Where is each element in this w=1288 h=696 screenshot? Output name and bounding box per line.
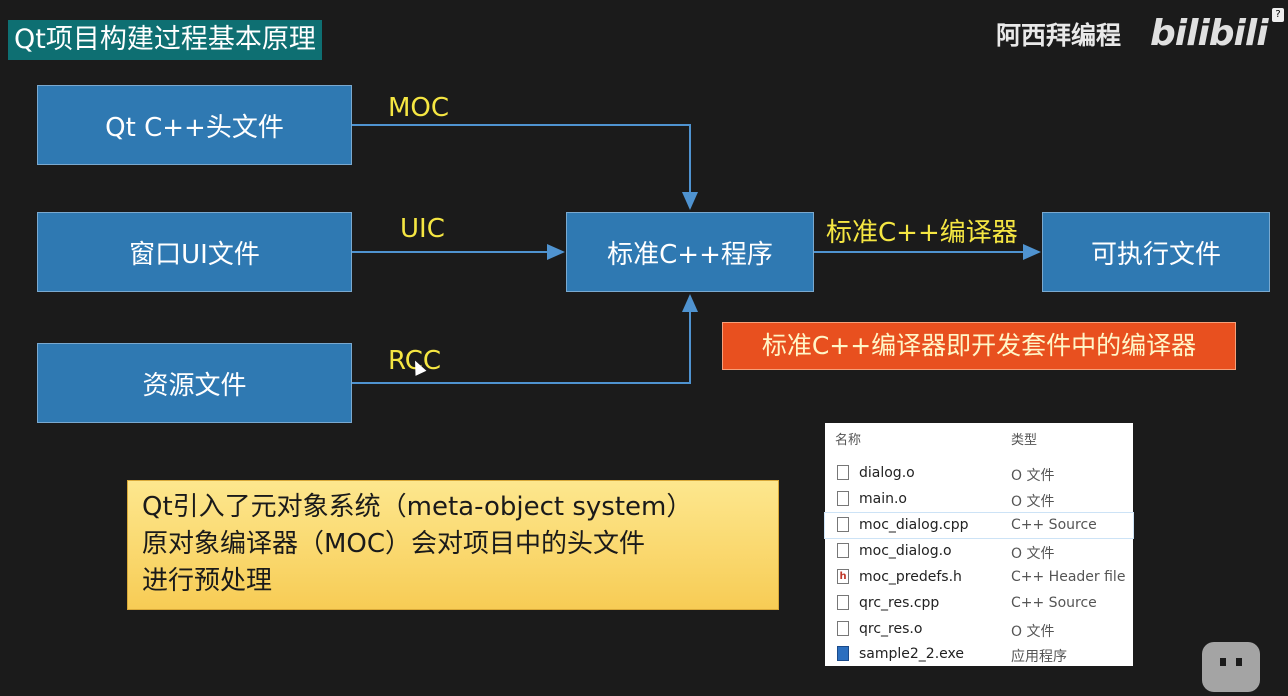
rcc-arrow <box>352 294 698 384</box>
page-title: Qt项目构建过程基本原理 <box>8 20 322 60</box>
moc-note: Qt引入了元对象系统（meta-object system） 原对象编译器（MO… <box>127 480 779 610</box>
file-type: C++ Header file <box>1011 569 1126 585</box>
uic-label: UIC <box>400 214 445 244</box>
file-type: 应用程序 <box>1011 649 1067 665</box>
file-row[interactable]: moc_dialog.o O 文件 <box>825 539 1133 564</box>
file-name: dialog.o <box>859 465 915 481</box>
header-files-box: Qt C++头文件 <box>37 85 352 165</box>
resource-files-box: 资源文件 <box>37 343 352 423</box>
bilibili-tv-icon[interactable] <box>1202 642 1260 692</box>
bilibili-logo: bilibili <box>1150 13 1269 54</box>
file-name: sample2_2.exe <box>859 646 964 662</box>
moc-arrow <box>352 124 698 210</box>
file-row[interactable]: qrc_res.o O 文件 <box>825 617 1133 642</box>
moc-note-line-3: 进行预处理 <box>142 566 273 596</box>
file-type: O 文件 <box>1011 546 1055 562</box>
file-type: O 文件 <box>1011 468 1055 484</box>
file-name: moc_dialog.o <box>859 543 952 559</box>
compiler-label: 标准C++编译器 <box>826 218 1018 248</box>
file-row[interactable]: moc_dialog.cpp C++ Source <box>824 512 1134 539</box>
moc-note-line-1: Qt引入了元对象系统（meta-object system） <box>142 492 693 522</box>
ui-files-box: 窗口UI文件 <box>37 212 352 292</box>
file-explorer: 名称 类型 dialog.o O 文件 main.o O 文件 moc_dial… <box>824 423 1134 667</box>
column-header-type[interactable]: 类型 <box>1011 433 1038 448</box>
file-name: moc_predefs.h <box>859 569 962 585</box>
column-header-name[interactable]: 名称 <box>835 433 862 448</box>
file-icon <box>837 621 849 636</box>
file-type: O 文件 <box>1011 624 1055 640</box>
executable-box: 可执行文件 <box>1042 212 1270 292</box>
cpp-file-icon <box>837 517 849 532</box>
moc-note-line-2: 原对象编译器（MOC）会对项目中的头文件 <box>142 529 646 559</box>
file-icon <box>837 465 849 480</box>
file-name: main.o <box>859 491 907 507</box>
file-type: C++ Source <box>1011 517 1097 533</box>
file-type: O 文件 <box>1011 494 1055 510</box>
channel-name: 阿西拜编程 <box>996 21 1122 50</box>
file-name: qrc_res.o <box>859 621 923 637</box>
file-icon <box>837 491 849 506</box>
cpp-file-icon <box>837 595 849 610</box>
file-row[interactable]: qrc_res.cpp C++ Source <box>825 591 1133 616</box>
file-icon <box>837 543 849 558</box>
file-name: moc_dialog.cpp <box>859 517 969 533</box>
std-program-box: 标准C++程序 <box>566 212 814 292</box>
rcc-label: RCC <box>388 346 442 376</box>
file-type: C++ Source <box>1011 595 1097 611</box>
exe-icon <box>837 646 849 661</box>
header-file-icon: h <box>837 569 849 584</box>
help-icon[interactable]: ? <box>1272 8 1284 22</box>
file-row[interactable]: h moc_predefs.h C++ Header file <box>825 565 1133 590</box>
file-row[interactable]: dialog.o O 文件 <box>825 461 1133 486</box>
moc-label: MOC <box>388 93 450 123</box>
compiler-note: 标准C++编译器即开发套件中的编译器 <box>722 322 1236 370</box>
file-name: qrc_res.cpp <box>859 595 940 611</box>
file-row[interactable]: sample2_2.exe 应用程序 <box>825 642 1133 667</box>
explorer-header: 名称 类型 <box>825 423 1133 451</box>
file-row[interactable]: main.o O 文件 <box>825 487 1133 512</box>
